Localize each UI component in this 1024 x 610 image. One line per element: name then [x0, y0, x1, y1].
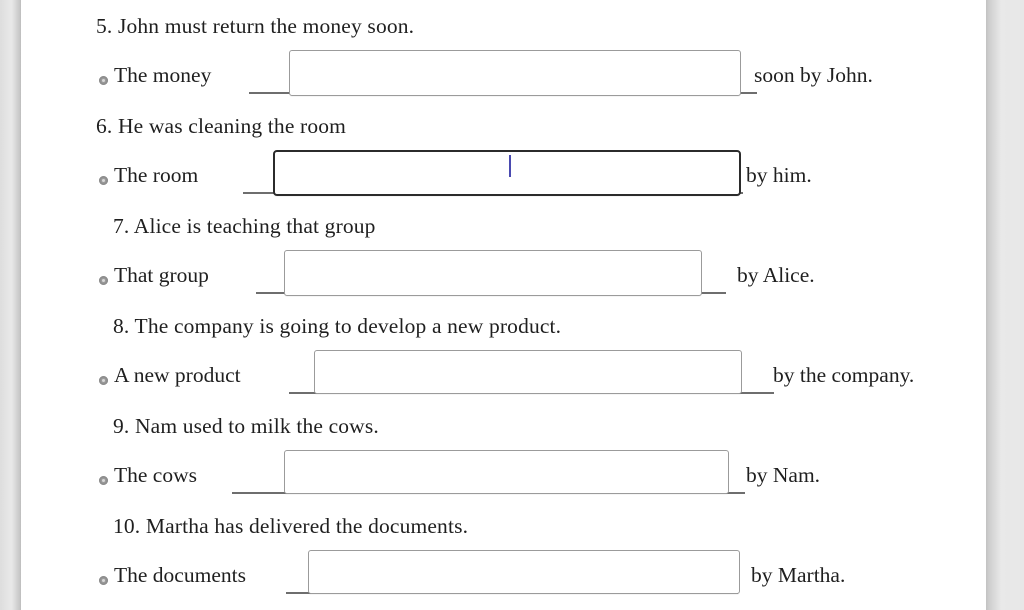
- page-gutter-left: [0, 0, 21, 610]
- answer-lead-text-5: The money: [114, 63, 212, 87]
- text-cursor: [509, 155, 511, 177]
- worksheet-page: 5. John must return the money soon. The …: [21, 0, 986, 610]
- answer-lead-text-9: The cows: [114, 463, 197, 487]
- answer-tail-text-10: by Martha.: [751, 563, 846, 587]
- answer-tail-text-6: by him.: [746, 163, 812, 187]
- answer-input-9[interactable]: [284, 450, 729, 494]
- answer-lead-text-8: A new product: [114, 363, 241, 387]
- question-prompt-7: 7. Alice is teaching that group: [113, 214, 376, 238]
- answer-lead-text-7: That group: [114, 263, 209, 287]
- bullet-icon: [99, 276, 108, 285]
- answer-input-8[interactable]: [314, 350, 742, 394]
- answer-lead-text-10: The documents: [114, 563, 246, 587]
- question-prompt-5: 5. John must return the money soon.: [96, 14, 415, 38]
- answer-input-10[interactable]: [308, 550, 740, 594]
- bullet-icon: [99, 576, 108, 585]
- question-prompt-9: 9. Nam used to milk the cows.: [113, 414, 379, 438]
- question-prompt-6: 6. He was cleaning the room: [96, 114, 347, 138]
- answer-input-6[interactable]: [273, 150, 741, 196]
- question-prompt-8: 8. The company is going to develop a new…: [113, 314, 562, 338]
- answer-lead-text-6: The room: [114, 163, 199, 187]
- answer-tail-text-8: by the company.: [773, 363, 915, 387]
- answer-input-7[interactable]: [284, 250, 702, 296]
- answer-tail-text-7: by Alice.: [737, 263, 815, 287]
- answer-tail-text-9: by Nam.: [746, 463, 821, 487]
- bullet-icon: [99, 76, 108, 85]
- answer-tail-text-5: soon by John.: [754, 63, 873, 87]
- question-prompt-10: 10. Martha has delivered the documents.: [113, 514, 469, 538]
- page-gutter-right: [986, 0, 1024, 610]
- bullet-icon: [99, 376, 108, 385]
- bullet-icon: [99, 476, 108, 485]
- answer-input-5[interactable]: [289, 50, 741, 96]
- bullet-icon: [99, 176, 108, 185]
